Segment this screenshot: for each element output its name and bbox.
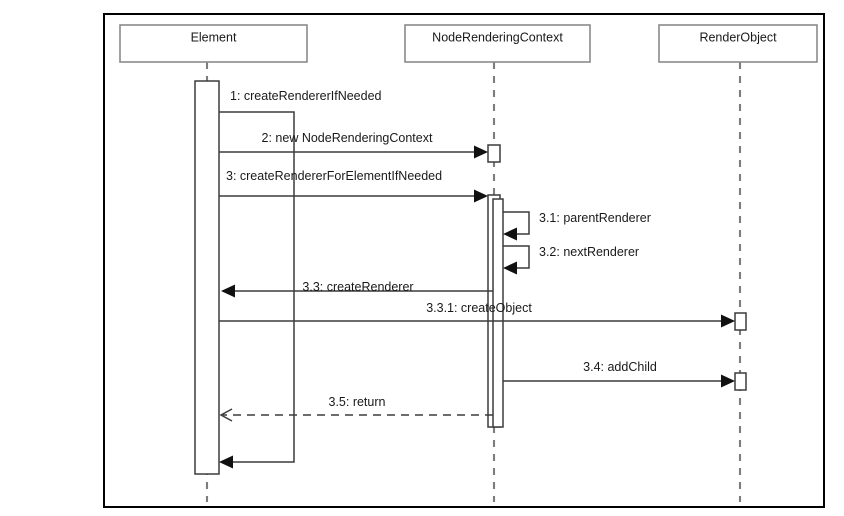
arrowhead-filled — [503, 227, 517, 241]
participant-label-element: Element — [191, 30, 237, 44]
participant-box-noderenderingcontext[interactable] — [404, 24, 591, 63]
lifeline-renderobject: RenderObject — [658, 24, 818, 502]
message-label-m331: 3.3.1: createObject — [426, 301, 532, 315]
arrowhead-filled — [221, 284, 235, 298]
lifeline-noderenderingcontext: NodeRenderingContext — [404, 24, 591, 502]
lifelines-layer: Element NodeRenderingContext RenderObject — [119, 24, 818, 502]
arrowhead-filled — [474, 189, 488, 203]
participant-label-renderobject: RenderObject — [699, 30, 777, 44]
message-m34[interactable] — [503, 374, 735, 388]
nrc-nested-activation — [492, 198, 504, 428]
message-m2[interactable] — [219, 145, 488, 159]
message-label-m33: 3.3: createRenderer — [302, 280, 413, 294]
arrowhead-filled — [503, 261, 517, 275]
message-m3[interactable] — [219, 189, 488, 203]
message-m32[interactable] — [503, 245, 530, 275]
message-m31[interactable] — [503, 211, 530, 241]
message-path-m1 — [219, 111, 295, 463]
arrowhead-filled — [721, 314, 735, 328]
message-label-m2: 2: new NodeRenderingContext — [262, 131, 433, 145]
element-activation — [194, 80, 220, 475]
lifeline-element: Element — [119, 24, 308, 502]
message-m35[interactable] — [219, 408, 493, 422]
participant-box-renderobject[interactable] — [658, 24, 818, 63]
message-labels-layer: 1: createRendererIfNeeded 2: new NodeRend… — [226, 89, 657, 409]
arrowhead-filled — [721, 374, 735, 388]
message-path-m31 — [503, 211, 530, 235]
message-m331[interactable] — [219, 314, 735, 328]
renderobject-create-activation — [734, 312, 747, 331]
arrowhead-open — [219, 408, 233, 422]
message-label-m34: 3.4: addChild — [583, 360, 657, 374]
message-label-m31: 3.1: parentRenderer — [539, 211, 651, 225]
message-label-m35: 3.5: return — [329, 395, 386, 409]
messages-layer — [219, 111, 735, 469]
arrowhead-filled — [219, 455, 233, 469]
message-label-m1: 1: createRendererIfNeeded — [230, 89, 382, 103]
message-m33[interactable] — [221, 284, 493, 298]
message-label-m3: 3: createRendererForElementIfNeeded — [226, 169, 442, 183]
message-m1[interactable] — [219, 111, 295, 469]
participant-label-noderenderingcontext: NodeRenderingContext — [432, 30, 563, 44]
nrc-create-activation — [487, 144, 501, 163]
arrowhead-filled — [474, 145, 488, 159]
message-path-m32 — [503, 245, 530, 269]
message-label-m32: 3.2: nextRenderer — [539, 245, 639, 259]
renderobject-addchild-activation — [734, 372, 747, 391]
participant-box-element[interactable] — [119, 24, 308, 63]
activations-layer — [194, 80, 747, 475]
